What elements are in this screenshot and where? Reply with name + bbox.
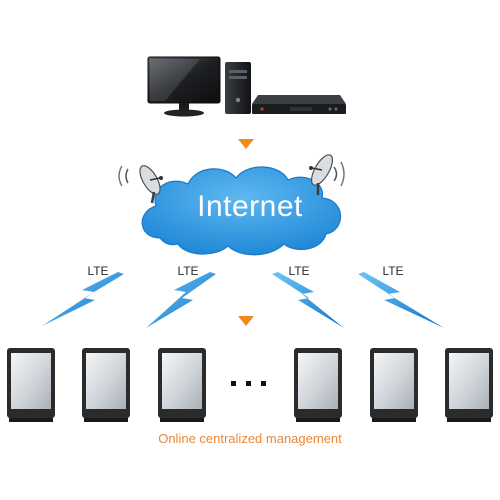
digital-signage-display-icon: [294, 348, 342, 422]
digital-signage-display-icon: [370, 348, 418, 422]
satellite-dish-icon: [309, 154, 345, 195]
lightning-bolt-icon: [358, 272, 444, 328]
caption: Online centralized management: [158, 431, 342, 446]
set-top-box-icon: [252, 95, 346, 114]
lightning-bolt-icon: [146, 272, 216, 328]
ellipsis: [231, 381, 266, 386]
down-arrow-icon: [238, 139, 254, 149]
lte-label: LTE: [87, 264, 109, 278]
digital-signage-display-icon: [82, 348, 130, 422]
lightning-bolt-icon: [42, 272, 124, 326]
internet-label: Internet: [197, 190, 303, 223]
lte-label: LTE: [177, 264, 199, 278]
lightning-bolt-icon: [272, 272, 344, 328]
desktop-computer-icon: [147, 56, 251, 117]
lte-label: LTE: [382, 264, 404, 278]
digital-signage-display-icon: [445, 348, 493, 422]
satellite-dish-icon: [118, 165, 163, 204]
down-arrow-icon: [238, 316, 254, 326]
digital-signage-display-icon: [7, 348, 55, 422]
internet-cloud: [141, 166, 342, 256]
digital-signage-display-icon: [158, 348, 206, 422]
lte-label: LTE: [288, 264, 310, 278]
